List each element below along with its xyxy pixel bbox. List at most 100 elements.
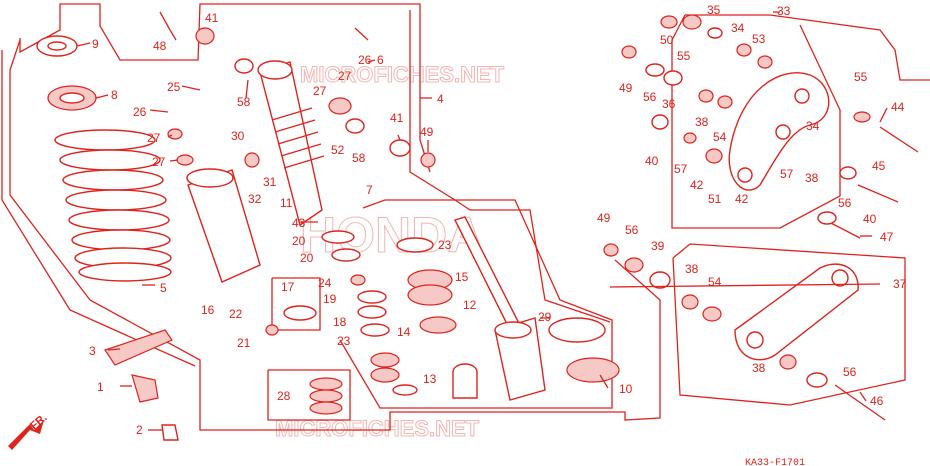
callout-5: 5 (160, 281, 167, 295)
reservoir (186, 168, 261, 283)
clamps (104, 329, 179, 441)
callout-32: 32 (248, 192, 262, 206)
callout-47: 47 (880, 230, 894, 244)
callout-8: 8 (111, 88, 118, 102)
callout-57: 57 (780, 167, 794, 181)
callout-2: 2 (136, 423, 143, 437)
damper-rod (454, 216, 546, 401)
callout-36: 36 (662, 97, 676, 111)
callout-57: 57 (674, 162, 688, 176)
callout-29: 29 (538, 310, 552, 324)
callout-46: 46 (870, 394, 884, 408)
callout-18: 18 (333, 315, 347, 329)
callout-56: 56 (843, 365, 857, 379)
callout-49: 49 (420, 125, 434, 139)
callout-20: 20 (292, 234, 306, 248)
callout-31: 31 (263, 175, 277, 189)
callout-7: 7 (366, 183, 373, 197)
callout-30: 30 (231, 129, 245, 143)
callout-33: 33 (777, 4, 791, 18)
callout-4: 4 (437, 92, 444, 106)
callout-45: 45 (872, 159, 886, 173)
bushings (167, 14, 871, 388)
callout-41: 41 (205, 11, 219, 25)
callout-34: 34 (806, 119, 820, 133)
callout-48: 48 (153, 39, 167, 53)
callout-37: 37 (893, 277, 907, 291)
callout-56: 56 (643, 90, 657, 104)
callout-41: 41 (390, 111, 404, 125)
bolts (159, 11, 919, 421)
callout-38: 38 (805, 171, 819, 185)
callout-38: 38 (752, 361, 766, 375)
callout-42: 42 (735, 192, 749, 206)
callout-58: 58 (237, 95, 251, 109)
lock-nuts (36, 35, 97, 111)
callout-10: 10 (619, 382, 633, 396)
callout-26: 26 (133, 105, 147, 119)
outline-outer (1, 50, 196, 367)
callout-14: 14 (397, 325, 411, 339)
outline-shock-main (9, 39, 661, 431)
outline-7 (339, 199, 613, 409)
callout-53: 53 (752, 32, 766, 46)
callout-13: 13 (423, 372, 437, 386)
callout-35: 35 (707, 3, 721, 17)
callout-27: 27 (147, 131, 161, 145)
callout-19: 19 (323, 292, 337, 306)
callout-40: 40 (645, 154, 659, 168)
callout-21: 21 (237, 336, 251, 350)
callout-39: 39 (651, 239, 665, 253)
callout-42: 42 (690, 178, 704, 192)
callout-58: 58 (352, 151, 366, 165)
callout-3: 3 (89, 344, 96, 358)
shock-link (734, 263, 859, 361)
callout-24: 24 (318, 276, 332, 290)
callout-54: 54 (708, 275, 722, 289)
callout-56: 56 (838, 196, 852, 210)
callout-27: 27 (152, 155, 166, 169)
callout-23: 23 (438, 238, 452, 252)
rings-and-seals (283, 230, 620, 415)
callout-23: 23 (337, 334, 351, 348)
callout-16: 16 (201, 303, 215, 317)
callout-56: 56 (625, 223, 639, 237)
callout-44: 44 (891, 100, 905, 114)
callout-51: 51 (708, 192, 722, 206)
callout-27: 27 (313, 84, 327, 98)
leader-lines (76, 11, 888, 431)
callout-27: 27 (338, 69, 352, 83)
callout-49: 49 (597, 211, 611, 225)
outline-33-box (671, 14, 841, 229)
callout-28: 28 (277, 389, 291, 403)
outline-4 (409, 10, 611, 323)
callout-43: 43 (292, 216, 306, 230)
outline-shock-top (19, 3, 431, 173)
callout-15: 15 (455, 270, 469, 284)
callout-labels: 48 41 9 8 26 27 27 25 58 30 31 32 11 5 4… (89, 3, 907, 437)
callout-55: 55 (677, 49, 691, 63)
callout-20: 20 (300, 251, 314, 265)
arrow-icon (8, 420, 44, 450)
callout-17: 17 (281, 280, 295, 294)
shock-arm-plate (728, 72, 830, 191)
callout-50: 50 (660, 33, 674, 47)
callout-25: 25 (167, 80, 181, 94)
callout-1: 1 (97, 380, 104, 394)
diagram-code: KA33-F1701 (745, 458, 805, 466)
callout-9: 9 (92, 37, 99, 51)
callout-12: 12 (463, 298, 477, 312)
callout-52: 52 (331, 143, 345, 157)
outline-28 (267, 369, 351, 421)
callout-55: 55 (854, 70, 868, 84)
callout-11: 11 (280, 196, 293, 210)
callout-54: 54 (713, 130, 727, 144)
callout-40: 40 (863, 212, 877, 226)
callout-49: 49 (619, 81, 633, 95)
group-outlines (1, 3, 930, 431)
reservoir-hose (189, 34, 331, 151)
callout-38: 38 (685, 262, 699, 276)
callout-34: 34 (731, 21, 745, 35)
